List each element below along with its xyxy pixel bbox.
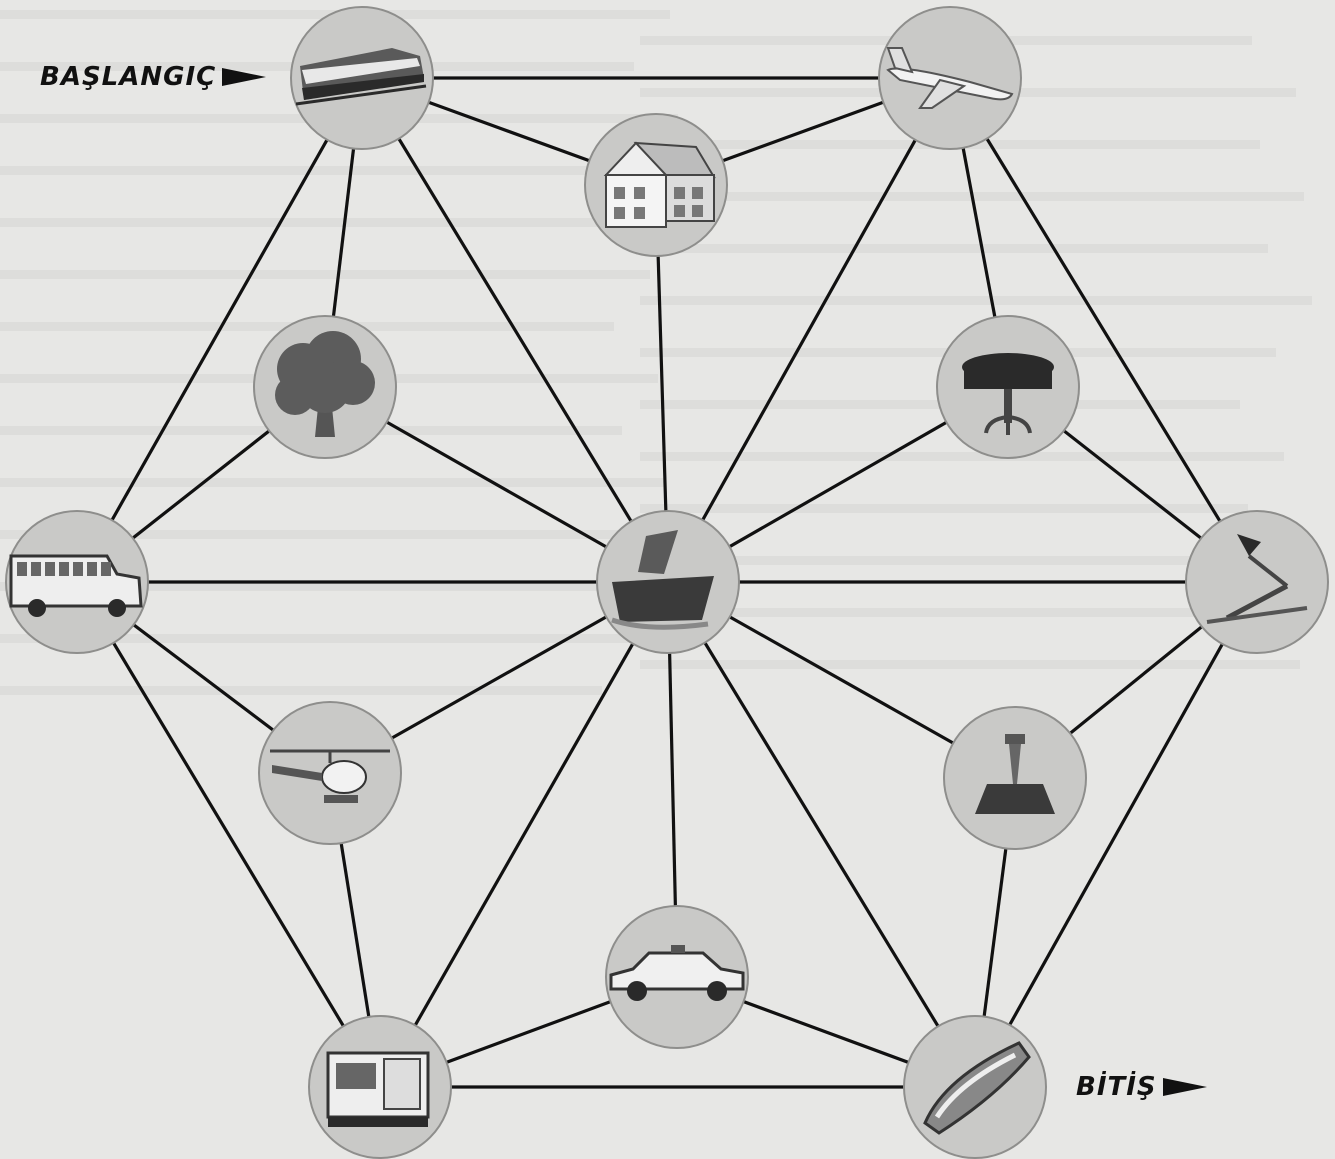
truck-icon [328, 1053, 428, 1127]
node-train [291, 7, 433, 149]
node-taxi [606, 906, 748, 1048]
start-arrow-icon [222, 68, 266, 86]
node-circle [1186, 511, 1328, 653]
node-airplane [879, 7, 1021, 149]
node-ship [597, 511, 739, 653]
node-bus [6, 511, 148, 653]
start-label: BAŞLANGIÇ [40, 62, 266, 92]
node-tree [254, 316, 396, 458]
node-house [585, 114, 727, 256]
node-helicopter [259, 702, 401, 844]
start-label-text: BAŞLANGIÇ [40, 62, 216, 92]
end-arrow-icon [1163, 1078, 1207, 1096]
node-truck [309, 1016, 451, 1158]
node-table [937, 316, 1079, 458]
node-stool [944, 707, 1086, 849]
end-label: BİTİŞ [1076, 1072, 1207, 1102]
node-boat [904, 1016, 1046, 1158]
end-label-text: BİTİŞ [1076, 1072, 1157, 1102]
node-lamp [1186, 511, 1328, 653]
